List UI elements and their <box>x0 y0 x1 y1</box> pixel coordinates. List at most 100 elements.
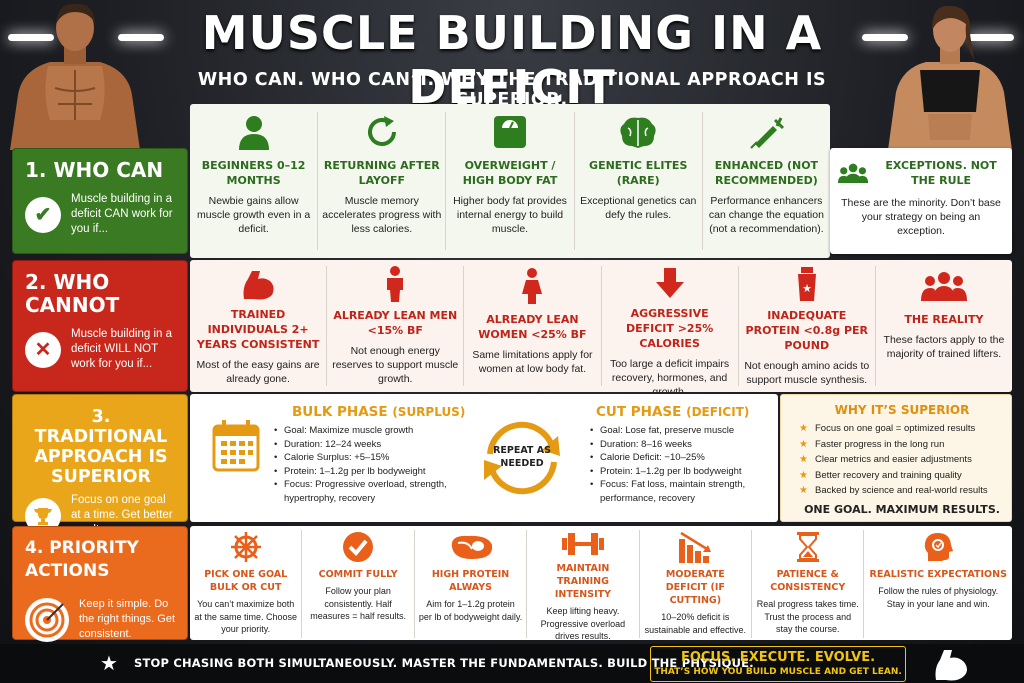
traditional-header: 3. TRADITIONAL APPROACH IS SUPERIOR Focu… <box>12 394 188 536</box>
ceiling-light <box>862 34 908 41</box>
exceptions-card: EXCEPTIONS. NOT THE RULE These are the m… <box>830 148 1012 254</box>
protein-shaker-icon: ★ <box>795 266 819 302</box>
item-body: Muscle memory accelerates progress with … <box>322 195 442 235</box>
item-body: Real progress takes time. Trust the proc… <box>756 599 859 634</box>
cut-tag: (DEFICIT) <box>686 405 750 419</box>
dumbbell-icon <box>560 530 606 558</box>
exceptions-title: EXCEPTIONS. NOT THE RULE <box>885 159 997 187</box>
why-item: Better recovery and training quality <box>799 468 1005 484</box>
ceiling-light <box>968 34 1014 41</box>
action-item: MODERATE DEFICIT (IF CUTTING) 10–20% def… <box>640 530 753 638</box>
refresh-icon <box>364 112 400 152</box>
footer: ★ STOP CHASING BOTH SIMULTANEOUSLY. MAST… <box>0 644 1024 683</box>
who-can-list: BEGINNERS 0–12 MONTHS Newbie gains allow… <box>190 112 830 250</box>
male-athlete-image <box>10 3 140 150</box>
ceiling-light <box>8 34 54 41</box>
actions-list: PICK ONE GOAL BULK OR CUT You can’t maxi… <box>190 530 1012 641</box>
who-cannot-item: THE REALITY These factors apply to the m… <box>876 266 1012 386</box>
who-can-item: RETURNING AFTER LAYOFF Muscle memory acc… <box>318 112 447 250</box>
item-title: ALREADY LEAN MEN <15% BF <box>333 309 458 337</box>
item-body: Most of the easy gains are already gone. <box>196 359 320 385</box>
cut-item: Goal: Lose fat, preserve muscle <box>590 424 780 438</box>
who-can-title: 1. WHO CAN <box>25 158 164 182</box>
item-body: Higher body fat provides internal energy… <box>453 195 567 235</box>
item-title: MODERATE DEFICIT (IF CUTTING) <box>665 569 725 606</box>
who-can-header: 1. WHO CAN ✔ Muscle building in a defici… <box>12 148 188 254</box>
item-body: You can’t maximize both at the same time… <box>194 599 297 634</box>
item-body: Not enough energy reserves to support mu… <box>332 345 459 385</box>
section-who-cannot: 2. WHO CANNOT ✕ Muscle building in a def… <box>12 260 1012 398</box>
who-cannot-item: TRAINED INDIVIDUALS 2+ YEARS CONSISTENT … <box>190 266 328 386</box>
repeat-label: REPEAT AS NEEDED <box>493 445 551 469</box>
woman-icon <box>520 266 544 306</box>
traditional-title: 3. TRADITIONAL APPROACH IS SUPERIOR <box>34 407 168 487</box>
exceptions-body: These are the minority. Don’t base your … <box>841 197 1001 237</box>
item-title: REALISTIC EXPECTATIONS <box>869 569 1007 580</box>
why-item: Clear metrics and easier adjustments <box>799 452 1005 468</box>
action-item: PATIENCE & CONSISTENCY Real progress tak… <box>752 530 865 638</box>
who-cannot-list: TRAINED INDIVIDUALS 2+ YEARS CONSISTENT … <box>190 266 1012 398</box>
item-title: MAINTAIN TRAINING INTENSITY <box>554 563 611 600</box>
star-icon: ★ <box>100 653 118 675</box>
bar-chart-down-icon <box>677 530 713 564</box>
item-body: These factors apply to the majority of t… <box>883 334 1005 360</box>
ceiling-light <box>118 34 164 41</box>
flexed-arm-icon <box>935 650 967 681</box>
item-body: Aim for 1–1.2g protein per lb of bodywei… <box>418 599 523 622</box>
bulk-item: Goal: Maximize muscle growth <box>274 424 474 438</box>
who-can-description: Muscle building in a deficit CAN work fo… <box>71 193 173 235</box>
item-body: Exceptional genetics can defy the rules. <box>580 195 697 221</box>
who-cannot-item: ALREADY LEAN MEN <15% BF Not enough ener… <box>327 266 465 386</box>
bulk-item: Focus: Progressive overload, strength, h… <box>274 478 474 505</box>
footer-badge: FOCUS. EXECUTE. EVOLVE. THAT’S HOW YOU B… <box>650 646 906 682</box>
who-cannot-description: Muscle building in a deficit WILL NOT wo… <box>71 328 173 370</box>
item-title: INADEQUATE PROTEIN <0.8g PER POUND <box>745 309 869 352</box>
target-icon <box>25 597 69 642</box>
item-body: Keep lifting heavy. Progressive overload… <box>540 606 626 641</box>
section-who-can: 1. WHO CAN ✔ Muscle building in a defici… <box>12 104 1012 258</box>
why-superior-card: WHY IT’S SUPERIOR Focus on one goal = op… <box>780 394 1012 522</box>
svg-text:★: ★ <box>802 283 812 295</box>
check-icon: ✔ <box>25 196 61 233</box>
footer-text: STOP CHASING BOTH SIMULTANEOUSLY. MASTER… <box>134 656 754 670</box>
down-arrow-icon <box>655 266 685 300</box>
who-cannot-title: 2. WHO CANNOT <box>25 270 120 317</box>
why-item: Focus on one goal = optimized results <box>799 421 1005 437</box>
who-can-item: OVERWEIGHT / HIGH BODY FAT Higher body f… <box>446 112 575 250</box>
item-title: AGGRESSIVE DEFICIT >25% CALORIES <box>625 307 714 350</box>
man-icon <box>384 266 406 302</box>
item-title: PATIENCE & CONSISTENCY <box>770 569 846 593</box>
item-title: ENHANCED (NOT RECOMMENDED) <box>714 159 819 187</box>
item-body: Same limitations apply for women at low … <box>472 349 593 375</box>
section-traditional: 3. TRADITIONAL APPROACH IS SUPERIOR Focu… <box>12 394 1012 536</box>
cut-title: CUT PHASE <box>596 404 682 420</box>
ship-wheel-icon <box>230 530 262 564</box>
why-title: WHY IT’S SUPERIOR <box>834 403 970 417</box>
cut-phase: CUT PHASE (DEFICIT) Goal: Lose fat, pres… <box>590 404 780 505</box>
person-icon <box>237 112 271 152</box>
why-item: Backed by science and real-world results <box>799 483 1005 499</box>
cycle-arrows-icon <box>484 421 560 495</box>
actions-description: Keep it simple. Do the right things. Get… <box>79 598 175 640</box>
head-gear-icon <box>922 530 954 564</box>
action-item: COMMIT FULLY Follow your plan consistent… <box>302 530 415 638</box>
item-body: Not enough amino acids to support muscle… <box>744 360 870 386</box>
action-item: REALISTIC EXPECTATIONS Follow the rules … <box>864 530 1012 638</box>
item-body: Follow the rules of physiology. Stay in … <box>878 586 999 609</box>
badge-title: FOCUS. EXECUTE. EVOLVE. <box>680 650 876 665</box>
cut-item: Focus: Fat loss, maintain strength, perf… <box>590 478 780 505</box>
actions-title: 4. PRIORITY ACTIONS <box>25 538 139 581</box>
item-title: BEGINNERS 0–12 MONTHS <box>201 159 306 187</box>
scale-icon <box>492 112 528 152</box>
action-item: MAINTAIN TRAINING INTENSITY Keep lifting… <box>527 530 640 641</box>
badge-subtitle: THAT’S HOW YOU BUILD MUSCLE AND GET LEAN… <box>654 667 902 677</box>
item-body: Too large a deficit impairs recovery, ho… <box>610 358 730 398</box>
group-icon <box>838 163 869 184</box>
group-icon <box>920 266 967 306</box>
female-athlete-image <box>888 5 1012 150</box>
check-circle-icon <box>342 530 374 564</box>
bulk-item: Duration: 12–24 weeks <box>274 438 474 452</box>
why-item: Faster progress in the long run <box>799 437 1005 453</box>
repeat-cycle: REPEAT AS NEEDED <box>474 416 570 500</box>
steak-icon <box>448 530 494 564</box>
